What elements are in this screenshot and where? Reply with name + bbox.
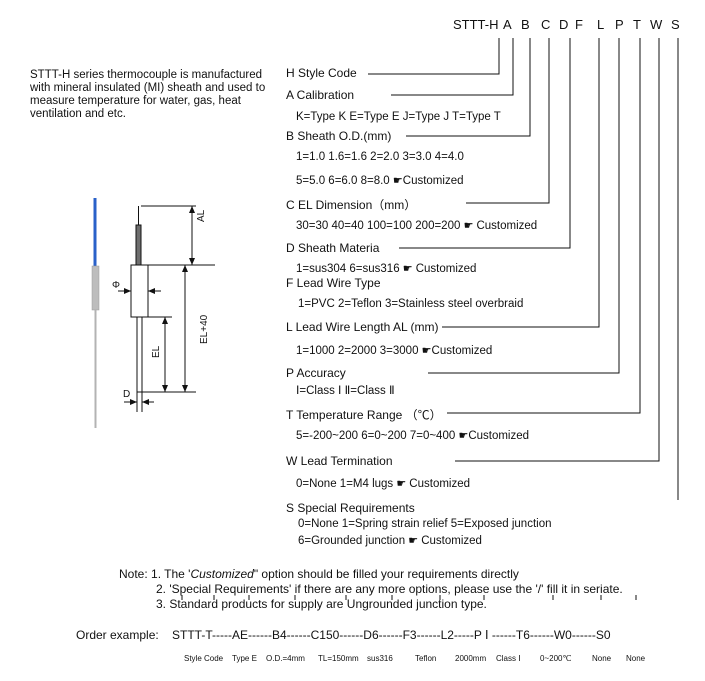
hand-pointer-icon: ☛ [463,220,477,232]
w-lead-termination-options: 0=None 1=M4 lugs ☛ Customized [296,478,471,490]
connector-d [399,38,571,249]
d-sheath-materia-options: 1=sus304 6=sus316 ☛ Customized [296,263,477,275]
dim-el-plus-label: EL+40 [199,314,210,344]
code-letter-s: S [671,17,680,32]
s-special-requirements-options-1: 0=None 1=Spring strain relief 5=Exposed … [298,518,552,530]
dim-phi-label: Φ [112,280,120,291]
code-letter-p: P [615,17,624,32]
code-letter-f: F [575,17,583,32]
code-letter-l: L [597,17,605,32]
code-letter-w: W [650,17,663,32]
connector-p [428,38,620,374]
caption-style-code: Style Code [184,654,224,663]
connector-t [447,38,641,414]
s-special-requirements-options-2: 6=Grounded junction ☛ Customized [298,535,482,547]
d-sheath-materia-label: D Sheath Materia [286,241,380,255]
connector-l [442,38,600,328]
caption-teflon: Teflon [415,654,437,663]
code-letter-a: A [503,17,512,32]
connector-h [368,38,500,75]
caption-w-none: None [592,654,612,663]
connector-c [466,38,550,204]
b-sheath-od-options-1: 1=1.0 1.6=1.6 2=2.0 3=3.0 4=4.0 [296,151,464,163]
code-letter-t: T [633,17,641,32]
l-lead-wire-length-label: L Lead Wire Length AL (mm) [286,320,439,334]
code-letter-d: D [559,17,569,32]
s-special-requirements-label: S Special Requirements [286,501,415,515]
caption-sus316: sus316 [367,654,393,663]
code-prefix: STTT-H [453,17,499,32]
c-el-dimension-label: C EL Dimension（mm） [286,198,417,212]
code-letter-b: B [521,17,530,32]
note-1: Note: 1. The 'Customized" option should … [119,567,519,581]
connector-a [391,38,514,96]
caption-od: O.D.=4mm [266,654,305,663]
l-lead-wire-length-options: 1=1000 2=2000 3=3000 ☛Customized [296,345,493,357]
connector-b [406,38,531,137]
hand-pointer-icon: ☛ [458,430,469,442]
t-temperature-range-options: 5=-200~200 6=0~200 7=0~400 ☛Customized [296,430,530,442]
hand-pointer-icon: ☛ [408,535,422,547]
c-el-dimension-options: 30=30 40=40 100=100 200=200 ☛ Customized [296,220,538,232]
caption-temp-range: 0~200℃ [540,654,572,663]
code-letter-c: C [541,17,551,32]
t-temperature-range-label: T Temperature Range （℃） [286,408,442,422]
order-example-label: Order example: [76,628,159,642]
w-lead-termination-label: W Lead Termination [286,454,393,468]
hand-pointer-icon: ☛ [392,175,403,187]
connector-w [455,38,660,462]
note-3: 3. Standard products for supply are Ungr… [156,597,487,611]
h-style-code-label: H Style Code [286,66,357,80]
dim-d-label: D [123,389,131,400]
order-example-code: STTT-T-----AE------B4------C150------D6-… [172,628,611,642]
caption-tl: TL=150mm [318,654,359,663]
dim-el-label: EL [151,345,162,358]
caption-type-e: Type E [232,654,257,663]
thermocouple-image [91,198,100,428]
note-2: 2. 'Special Requirements' if there are a… [156,582,623,596]
f-lead-wire-type-options: 1=PVC 2=Teflon 3=Stainless steel overbra… [298,298,524,310]
a-calibration-label: A Calibration [286,88,355,102]
caption-s-none: None [626,654,646,663]
b-sheath-od-label: B Sheath O.D.(mm) [286,129,392,143]
a-calibration-options: K=Type K E=Type E J=Type J T=Type T [296,111,501,123]
f-lead-wire-type-label: F Lead Wire Type [286,276,381,290]
caption-class-i: Class Ⅰ [496,654,521,663]
dim-al-label: AL [196,209,207,222]
p-accuracy-options: Ⅰ=Class Ⅰ Ⅱ=Class Ⅱ [296,385,395,397]
p-accuracy-label: P Accuracy [286,366,346,380]
b-sheath-od-options-2: 5=5.0 6=6.0 8=8.0 ☛Customized [296,175,464,187]
caption-2000mm: 2000mm [455,654,487,663]
hand-pointer-icon: ☛ [396,478,410,490]
hand-pointer-icon: ☛ [421,345,432,357]
product-description: STTT-H series thermocouple is manufactur… [30,69,266,120]
hand-pointer-icon: ☛ [402,263,416,275]
technical-drawing [118,205,215,412]
